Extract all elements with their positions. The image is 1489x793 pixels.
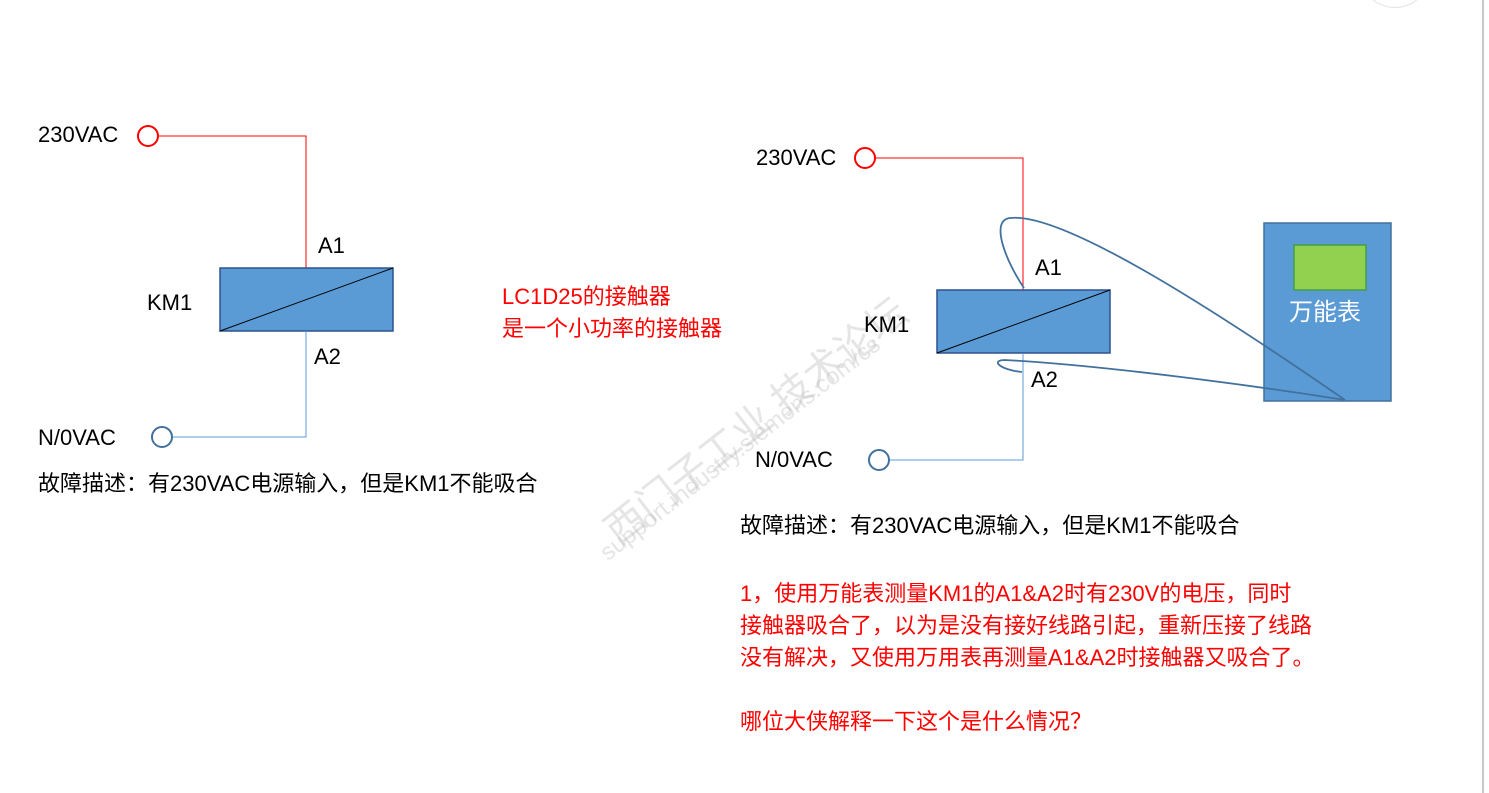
left-supply-terminal bbox=[137, 125, 159, 147]
right-live-wire bbox=[875, 157, 1024, 290]
multimeter-display bbox=[1293, 244, 1367, 291]
question-line4: 哪位大侠解释一下这个是什么情况？ bbox=[740, 708, 1093, 734]
left-a2-label: A2 bbox=[314, 344, 341, 369]
left-neutral-label: N/0VAC bbox=[38, 425, 116, 450]
question-block: 1，使用万能表测量KM1的A1&A2时有230V的电压，同时 接触器吸合了，以为… bbox=[740, 578, 1315, 738]
right-supply-terminal bbox=[854, 147, 876, 169]
left-coil-diagonal bbox=[219, 267, 394, 332]
question-line3: 没有解决，又使用万用表再测量A1&A2时接触器又吸合了。 bbox=[740, 644, 1315, 670]
left-km1-label: KM1 bbox=[147, 290, 193, 315]
left-a1-label: A1 bbox=[318, 233, 345, 258]
question-line1: 1，使用万能表测量KM1的A1&A2时有230V的电压，同时 bbox=[740, 581, 1292, 606]
probe-lead-a1 bbox=[999, 216, 1346, 401]
right-fault-description: 故障描述：有230VAC电源输入，但是KM1不能吸合 bbox=[740, 513, 1240, 538]
right-a1-label: A1 bbox=[1035, 255, 1062, 280]
right-supply-label: 230VAC bbox=[756, 145, 837, 170]
right-neutral-label: N/0VAC bbox=[755, 447, 833, 472]
left-supply-label: 230VAC bbox=[38, 122, 119, 147]
left-live-wire bbox=[158, 135, 307, 268]
right-neutral-terminal bbox=[868, 449, 890, 471]
multimeter-label: 万能表 bbox=[1289, 299, 1361, 326]
contactor-note-line2: 是一个小功率的接触器 bbox=[502, 316, 723, 341]
left-fault-description: 故障描述：有230VAC电源输入，但是KM1不能吸合 bbox=[38, 471, 538, 496]
left-neutral-wire bbox=[173, 331, 307, 438]
contactor-note-line1: LC1D25的接触器 bbox=[502, 284, 671, 309]
probe-lead-a2 bbox=[997, 359, 1346, 401]
right-km1-label: KM1 bbox=[864, 312, 910, 337]
question-line2: 接触器吸合了，以为是没有接好线路引起，重新压接了线路 bbox=[740, 612, 1313, 638]
right-coil-diagonal bbox=[936, 289, 1111, 354]
right-a2-label: A2 bbox=[1031, 367, 1058, 392]
right-neutral-wire bbox=[890, 353, 1024, 461]
left-neutral-terminal bbox=[151, 426, 173, 448]
